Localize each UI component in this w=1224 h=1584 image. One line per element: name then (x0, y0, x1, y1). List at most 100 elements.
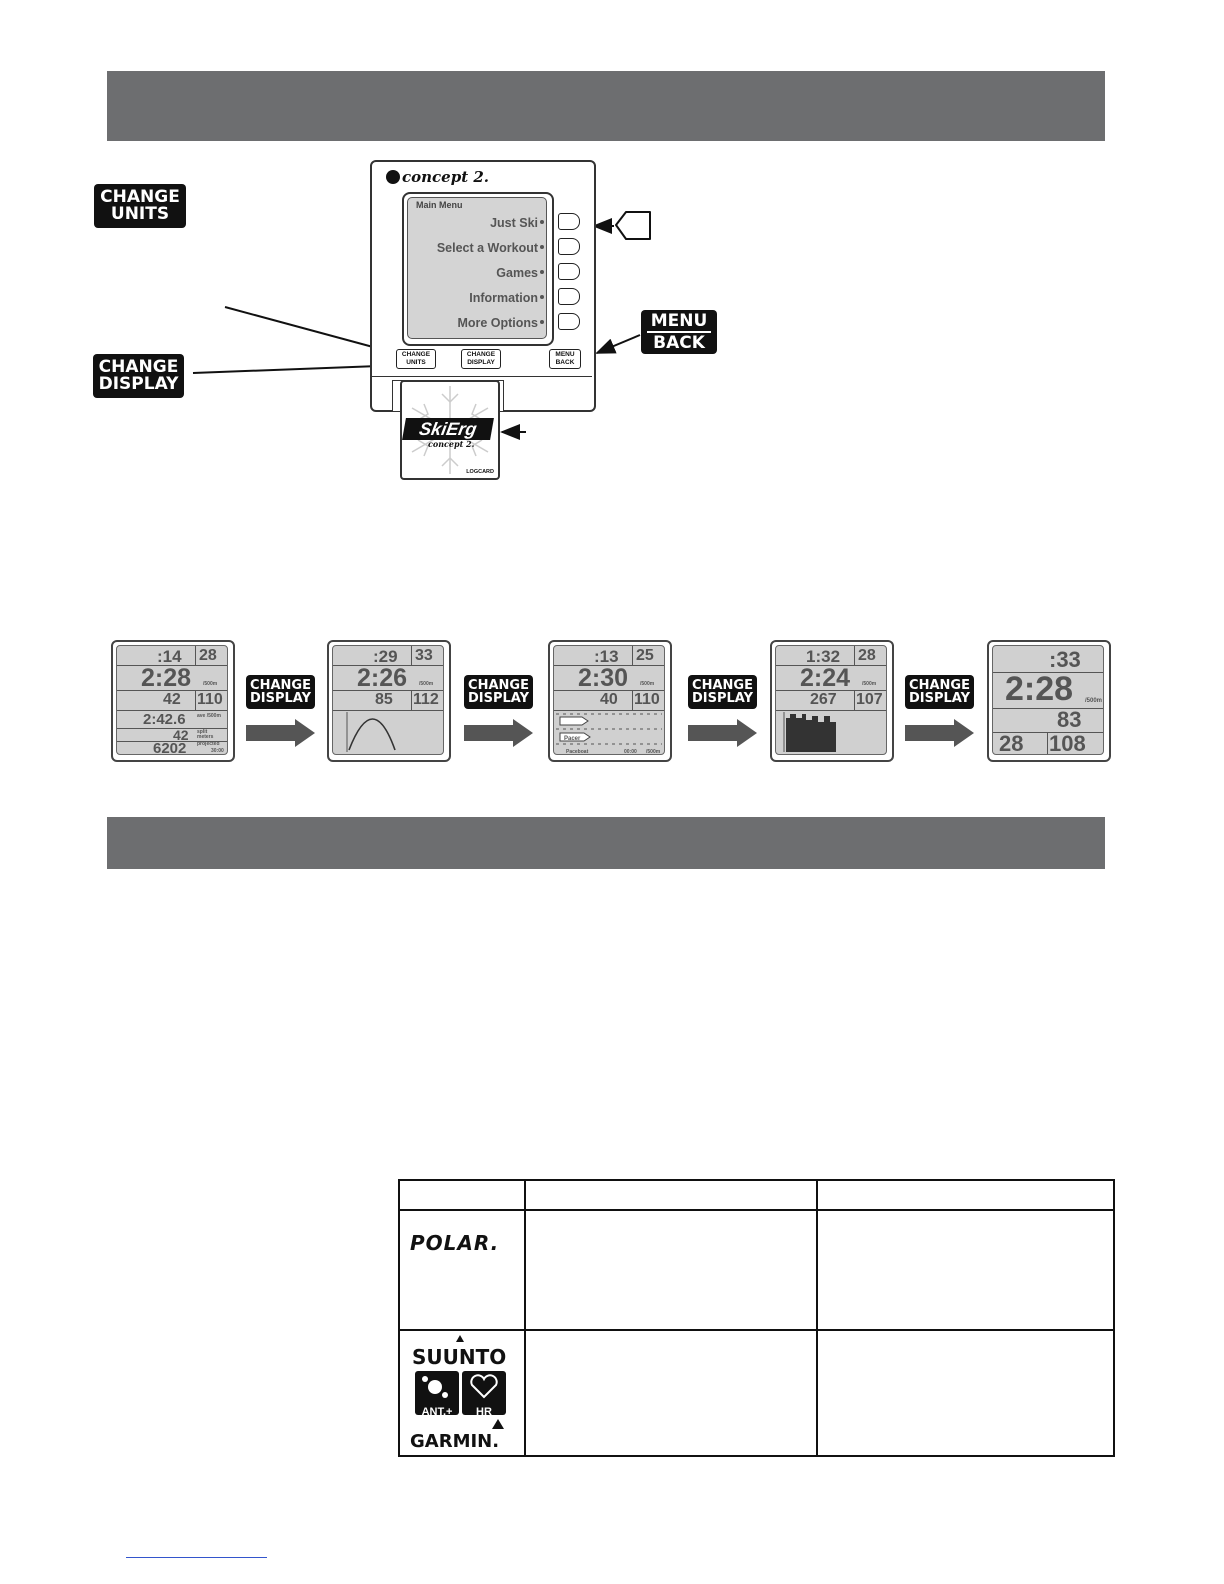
change-units-line2: UNITS (110, 204, 170, 224)
divider (411, 690, 412, 710)
display-2-lcd: :29 33 2:26 /500m 85 112 (332, 645, 444, 755)
flow-arrow-4 (905, 725, 954, 741)
display-5: :33 2:28 /500m 83 28 108 (987, 640, 1111, 762)
monitor-lcd: Main Menu Just Ski Select a Workout Game… (407, 197, 547, 339)
display-2: :29 33 2:26 /500m 85 112 (327, 640, 451, 762)
meters-value: 85 (375, 691, 393, 708)
pacer-label: Pacer (564, 736, 581, 742)
display-3: :13 25 2:30 /500m 40 110 Pacer Paceboat … (548, 640, 672, 762)
logcard[interactable]: SkiErg concept 2. LOGCARD (400, 380, 500, 480)
meters-value: 267 (810, 691, 837, 708)
change-units-label: CHANGE UNITS (94, 184, 186, 228)
heart-outline-icon (470, 1374, 498, 1399)
logcard-concept2: concept 2. (428, 439, 475, 449)
time-value: :13 (594, 647, 619, 666)
ant-nodes-icon (422, 1376, 448, 1398)
hr-value: 108 (1049, 731, 1086, 755)
menu-item-select-workout[interactable]: Select a Workout (436, 241, 538, 255)
projected-value: 6202 (153, 740, 187, 755)
pace-unit: /500m (862, 681, 877, 687)
display-4-lcd: 1:32 28 2:24 /500m 267 107 (775, 645, 887, 755)
hr-value: 107 (856, 691, 883, 708)
suunto-logo: SUUNTO (412, 1345, 507, 1369)
divider (993, 672, 1103, 673)
menu-item-games[interactable]: Games (496, 266, 538, 280)
soft-button-5[interactable] (558, 313, 580, 330)
pointer-arrows (192, 211, 651, 440)
hr-value: 110 (634, 691, 660, 708)
change-units-button[interactable]: CHANGE UNITS (396, 349, 436, 369)
divider (117, 665, 227, 666)
time-value: :33 (1049, 647, 1081, 672)
menu-back-line2: BACK (653, 332, 705, 353)
table-header-cell (524, 1179, 818, 1211)
change-display-step-2: CHANGE DISPLAY (464, 675, 533, 709)
arrow-to-menu-button (595, 334, 641, 354)
table-cell (816, 1209, 1115, 1331)
garmin-triangle-icon (492, 1419, 504, 1429)
divider (776, 665, 886, 666)
flow-arrow-2 (464, 725, 513, 741)
hr-label: HR (476, 1406, 492, 1418)
hr-heart-icon: HR (462, 1371, 506, 1418)
flow-arrowhead-3 (737, 719, 757, 747)
change-units-button-l1: CHANGE (401, 351, 431, 358)
hr-value: 112 (413, 691, 439, 708)
projected-label: projected (197, 741, 220, 747)
change-display-line1: CHANGE (98, 357, 179, 377)
divider (195, 646, 196, 665)
step-label-l1: CHANGE (909, 678, 970, 693)
table-row-polar: POLAR. (398, 1209, 1115, 1331)
soft-button-3[interactable] (558, 263, 580, 280)
card-slot (372, 376, 592, 409)
spm-value: 28 (199, 647, 217, 664)
menu-back-button[interactable]: MENU BACK (549, 349, 581, 369)
garmin-logo: GARMIN. (410, 1431, 500, 1452)
meters-value: 42 (163, 691, 181, 708)
step-label-l2: DISPLAY (467, 691, 530, 706)
section-header-band-top (107, 71, 1105, 141)
pace-value: 2:28 (1005, 670, 1074, 708)
performance-monitor: concept 2. Main Menu Just Ski Select a W… (370, 160, 596, 412)
pace-value: 2:28 (141, 664, 192, 692)
change-display-step-1: CHANGE DISPLAY (246, 675, 315, 709)
menu-back-button-l2: BACK (555, 359, 575, 366)
change-display-button-l1: CHANGE (466, 351, 496, 358)
bar-graph (783, 712, 836, 752)
divider (1047, 732, 1048, 754)
menu-item-more-options[interactable]: More Options (457, 316, 538, 330)
soft-button-2[interactable] (558, 238, 580, 255)
meters-value: 83 (1057, 707, 1082, 732)
divider (632, 646, 633, 665)
ant-label: ANT.+ (421, 1406, 453, 1418)
menu-dot (540, 270, 544, 274)
change-display-button[interactable]: CHANGE DISPLAY (461, 349, 501, 369)
concept2-logo-icon (386, 170, 400, 184)
soft-button-1[interactable] (558, 213, 580, 230)
menu-back-line1: MENU (646, 312, 712, 333)
table-header-cell (816, 1179, 1115, 1211)
change-units-button-l2: UNITS (406, 359, 426, 366)
time-value: :14 (157, 647, 182, 666)
menu-dot (540, 320, 544, 324)
table-cell (816, 1329, 1115, 1457)
flow-arrow-3 (688, 725, 737, 741)
suunto-triangle-icon (456, 1335, 464, 1342)
divider (554, 665, 664, 666)
soft-button-4[interactable] (558, 288, 580, 305)
table-cell (524, 1209, 818, 1331)
spm-value: 28 (999, 731, 1024, 755)
menu-item-information[interactable]: Information (469, 291, 538, 305)
pace-unit: /500m (1085, 698, 1103, 704)
avg-value: 2:42.6 (143, 711, 186, 728)
meters-value: 40 (600, 691, 618, 708)
flow-arrowhead-1 (295, 719, 315, 747)
large-soft-button-icon (615, 211, 651, 240)
footer-link-underline[interactable] (126, 1557, 267, 1558)
avg-label: ave /500m (197, 713, 221, 719)
menu-item-just-ski[interactable]: Just Ski (490, 216, 538, 230)
step-label-l2: DISPLAY (691, 691, 754, 706)
heart-rate-table: POLAR. SUUNTO ANT.+ HR GARMIN. (398, 1179, 1115, 1457)
paceboat-unit: /500m (646, 749, 661, 755)
menu-dot (540, 220, 544, 224)
